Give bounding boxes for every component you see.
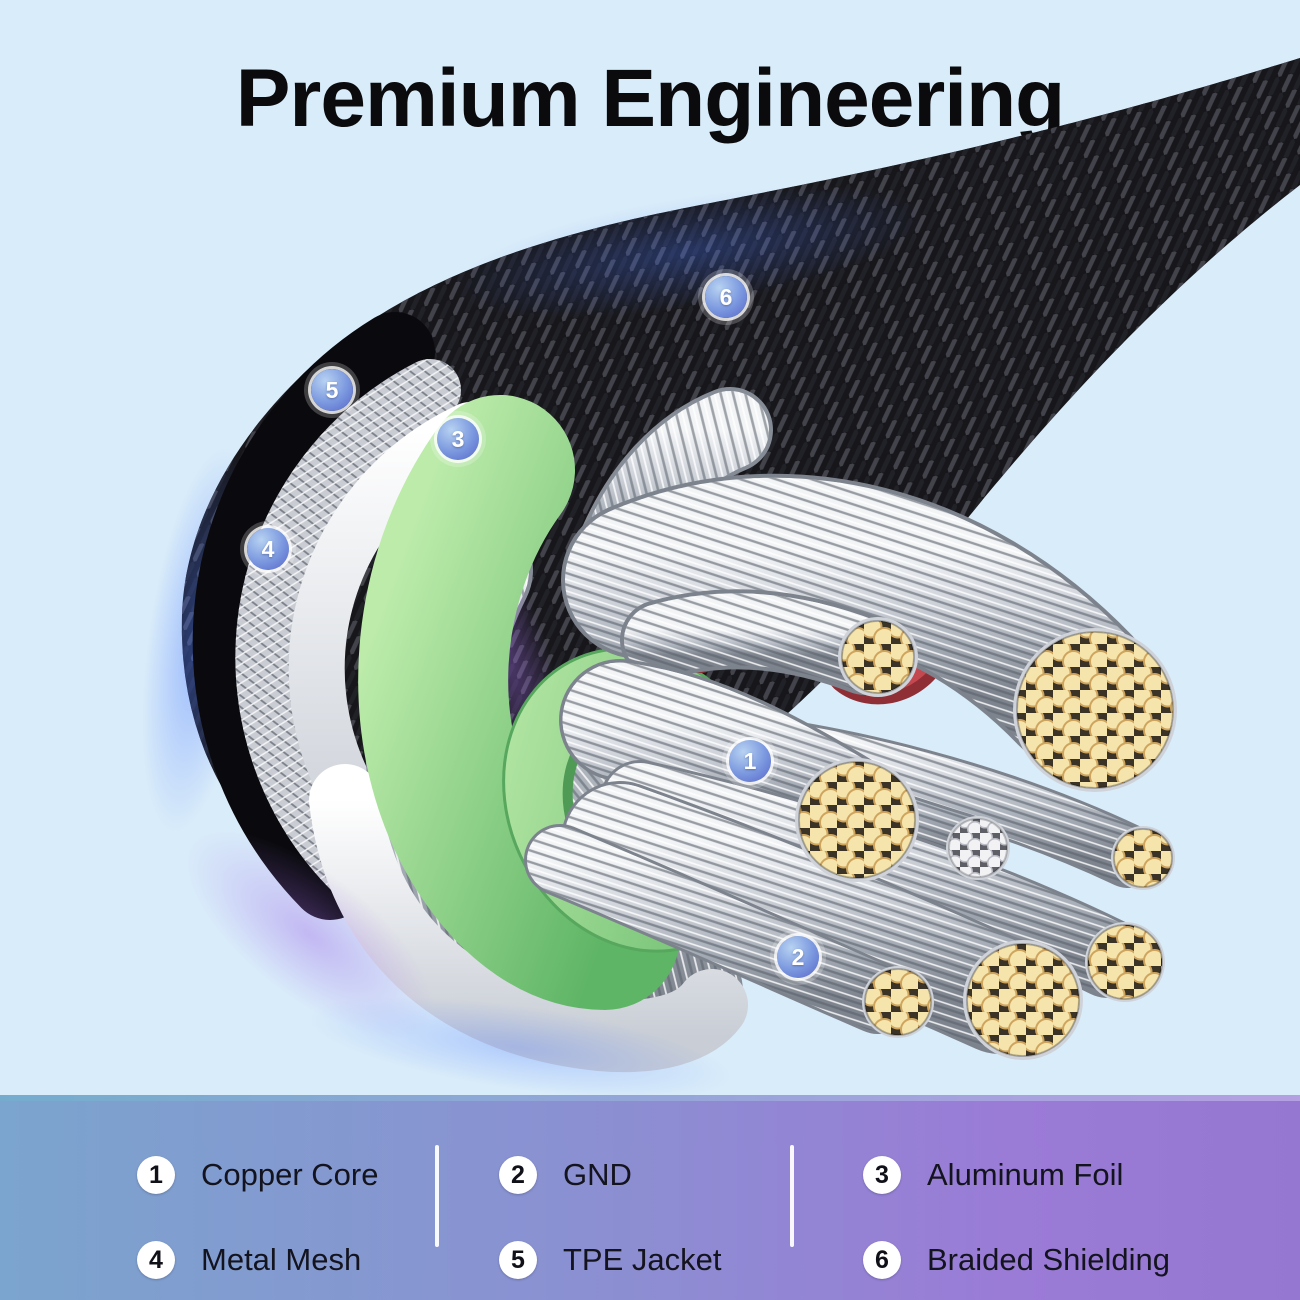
aluminum-foil-bottom-band [185,764,748,1095]
legend-number-badge: 2 [499,1156,537,1194]
cable-illustration-svg [141,58,1300,1095]
silver-strand-bundle [946,816,1010,880]
legend-item-gnd: 2 GND [499,1154,632,1196]
legend-divider [435,1145,439,1247]
callout-badge-tpe-jacket: 5 [311,369,353,411]
copper-bundle [1013,628,1177,792]
legend-label: Metal Mesh [201,1242,362,1277]
legend-label: Copper Core [201,1157,379,1192]
legend-band: 1 Copper Core 2 GND 3 Aluminum Foil 4 Me… [0,1095,1300,1300]
callout-badge-metal-mesh: 4 [247,528,289,570]
legend-label: TPE Jacket [563,1242,722,1277]
callout-badge-aluminum-foil: 3 [437,418,479,460]
legend-item-aluminum-foil: 3 Aluminum Foil [863,1154,1123,1196]
legend-item-tpe-jacket: 5 TPE Jacket [499,1239,722,1281]
copper-bundle [1085,922,1165,1002]
copper-bundle [1111,826,1175,890]
blue-sheen-top [452,185,928,319]
legend-item-metal-mesh: 4 Metal Mesh [137,1239,361,1281]
legend-number-badge: 1 [137,1156,175,1194]
copper-bundles [795,617,1177,1060]
copper-bundle [862,966,934,1038]
legend-number-badge: 6 [863,1241,901,1279]
legend-number-badge: 3 [863,1156,901,1194]
callout-badge-gnd: 2 [777,936,819,978]
blue-glow-bottom [307,996,733,1095]
legend-label: Braided Shielding [927,1242,1171,1277]
legend-item-braided-shielding: 6 Braided Shielding [863,1239,1170,1281]
metal-mesh-ring [235,359,461,906]
legend-number-badge: 5 [499,1241,537,1279]
callout-badge-copper-core: 1 [729,740,771,782]
cable-cutaway-illustration: 1 2 3 4 5 6 [141,58,1300,1095]
legend-divider [790,1145,794,1247]
copper-bundle [795,758,919,882]
legend-label: Aluminum Foil [927,1157,1124,1192]
page-title: Premium Engineering [235,53,1066,144]
legend-number-badge: 4 [137,1241,175,1279]
callout-badge-braided-shielding: 6 [705,276,747,318]
legend-label: GND [563,1157,632,1192]
purple-glow-bottom-left [185,830,435,1040]
copper-bundle [963,940,1083,1060]
legend-item-copper-core: 1 Copper Core [137,1154,378,1196]
copper-bundle [838,617,918,697]
